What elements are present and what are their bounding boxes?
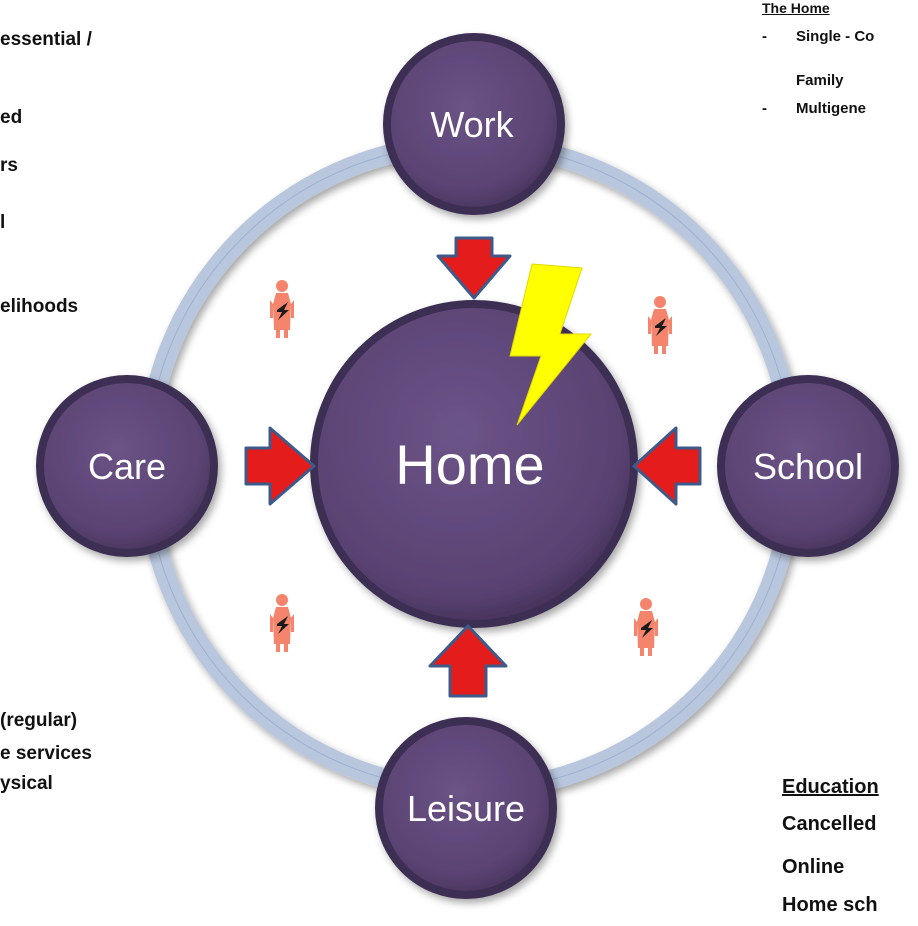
education-line: Online (782, 856, 845, 878)
home-title: The Home (762, 0, 830, 16)
education-line: Home sch (782, 894, 878, 916)
leisure-circle (375, 717, 557, 899)
arrow-left-icon (632, 426, 702, 506)
arrow-down-icon (436, 236, 512, 300)
leisure-label: Leisure (407, 788, 525, 829)
school-label: School (753, 446, 863, 487)
left-text-line: ed (0, 107, 23, 128)
left-text-line: ysical (0, 773, 53, 794)
care-circle (36, 375, 218, 557)
list-dash: - (762, 28, 767, 45)
person-icon (270, 280, 294, 338)
care-label: Care (88, 446, 166, 487)
left-text-line: e services (0, 743, 92, 764)
list-dash: - (762, 100, 767, 117)
school-circle (717, 375, 899, 557)
left-text-line: (regular) (0, 710, 78, 731)
work-circle (383, 33, 565, 215)
arrow-up-icon (428, 624, 508, 698)
person-icon (270, 594, 294, 652)
person-icon (648, 296, 672, 354)
list-item: Single - Co (796, 28, 875, 45)
person-icon (634, 598, 658, 656)
work-label: Work (430, 104, 514, 145)
left-text-line: l (0, 212, 6, 233)
arrow-right-icon (244, 426, 316, 506)
center-label: Home (395, 433, 544, 496)
education-heading: Education (782, 776, 879, 798)
list-item-continuation: Family (796, 72, 844, 89)
left-text-line: elihoods (0, 296, 79, 317)
lightning-icon (509, 263, 593, 426)
education-line: Cancelled (782, 813, 877, 835)
left-text-line: rs (0, 155, 18, 176)
list-item: Multigene (796, 100, 866, 117)
left-text-line: essential / (0, 29, 92, 50)
